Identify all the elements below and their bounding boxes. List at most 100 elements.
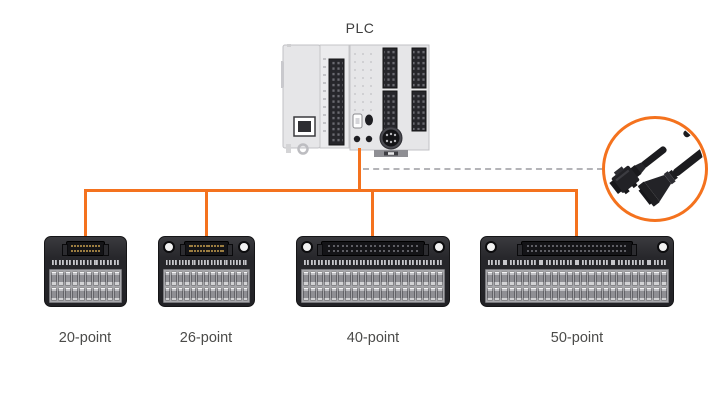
clamp bbox=[86, 286, 92, 301]
mark bbox=[537, 258, 545, 267]
pin bbox=[604, 244, 607, 247]
pin bbox=[612, 250, 615, 253]
clamp bbox=[566, 286, 573, 301]
mark bbox=[408, 258, 415, 267]
pin bbox=[592, 250, 595, 253]
mark bbox=[508, 258, 516, 267]
mini-din-port bbox=[379, 126, 403, 150]
clamp bbox=[429, 271, 436, 286]
clamp bbox=[487, 271, 494, 286]
mount-hole-icon bbox=[485, 241, 497, 253]
clamp bbox=[581, 271, 588, 286]
pin bbox=[543, 250, 546, 253]
clamp-row bbox=[303, 271, 443, 286]
clamp bbox=[595, 271, 602, 286]
pin bbox=[411, 250, 414, 253]
clamp bbox=[595, 286, 602, 301]
clamp bbox=[408, 271, 415, 286]
mount-hole-icon bbox=[433, 241, 445, 253]
pin bbox=[88, 244, 91, 247]
pin bbox=[388, 244, 391, 247]
pin bbox=[388, 250, 391, 253]
mark bbox=[623, 258, 632, 267]
clamp-row bbox=[165, 271, 249, 286]
clamp bbox=[566, 271, 573, 286]
clamp-row bbox=[303, 286, 443, 301]
pin bbox=[199, 250, 202, 253]
idc-connector bbox=[317, 241, 430, 256]
clamp-row bbox=[165, 286, 249, 301]
screw-terminal-area bbox=[49, 269, 122, 303]
mark bbox=[501, 258, 509, 267]
mark bbox=[228, 258, 236, 267]
clamp bbox=[107, 271, 113, 286]
mark bbox=[422, 258, 429, 267]
mark bbox=[51, 258, 58, 267]
pin bbox=[351, 244, 354, 247]
pin bbox=[397, 250, 400, 253]
clamp bbox=[408, 286, 415, 301]
clamp bbox=[660, 271, 667, 286]
mark bbox=[359, 258, 366, 267]
terminal-marks bbox=[51, 258, 121, 267]
pin bbox=[415, 250, 418, 253]
clamp bbox=[609, 271, 617, 286]
clamp bbox=[177, 286, 184, 301]
mark bbox=[616, 258, 624, 267]
pin bbox=[351, 250, 354, 253]
pin bbox=[71, 244, 74, 247]
pin bbox=[415, 244, 418, 247]
pin bbox=[531, 244, 534, 247]
pin bbox=[188, 250, 191, 253]
clamp bbox=[602, 286, 609, 301]
pin bbox=[608, 244, 611, 247]
din-rail-tab bbox=[345, 304, 401, 313]
pin-row bbox=[188, 249, 226, 255]
button-dot bbox=[365, 135, 373, 143]
mode-switch bbox=[365, 114, 373, 126]
clamp bbox=[324, 286, 331, 301]
pin bbox=[208, 244, 211, 247]
clamp-row bbox=[487, 271, 667, 286]
mount-hole-icon bbox=[657, 241, 669, 253]
pin bbox=[588, 244, 591, 247]
mark bbox=[530, 258, 538, 267]
clamp bbox=[387, 286, 394, 301]
pin bbox=[401, 250, 404, 253]
pin bbox=[535, 244, 538, 247]
pin bbox=[374, 250, 377, 253]
pin bbox=[369, 244, 372, 247]
pin bbox=[341, 250, 344, 253]
mark bbox=[57, 258, 65, 267]
pin bbox=[202, 244, 205, 247]
din-rail-tab bbox=[189, 304, 224, 313]
clamp bbox=[190, 286, 197, 301]
clamp bbox=[366, 271, 373, 286]
pin bbox=[559, 250, 562, 253]
pin bbox=[378, 244, 381, 247]
pin bbox=[600, 244, 603, 247]
clamp bbox=[58, 271, 64, 286]
clamp bbox=[114, 271, 120, 286]
pin bbox=[211, 244, 214, 247]
mark bbox=[659, 258, 668, 267]
plc-label: PLC bbox=[345, 20, 375, 36]
mark bbox=[196, 258, 204, 267]
clamp bbox=[100, 271, 106, 286]
pin bbox=[392, 244, 395, 247]
clamp bbox=[65, 271, 71, 286]
mark bbox=[92, 258, 100, 267]
clamp bbox=[93, 271, 99, 286]
clamp bbox=[617, 271, 624, 286]
pin bbox=[97, 250, 100, 253]
clamp bbox=[380, 271, 387, 286]
clamp bbox=[394, 271, 401, 286]
pin bbox=[197, 250, 200, 253]
pin bbox=[194, 244, 197, 247]
pin bbox=[596, 244, 599, 247]
terminal-block-20-point bbox=[44, 236, 127, 313]
pin bbox=[406, 250, 409, 253]
pin bbox=[551, 250, 554, 253]
pin bbox=[411, 244, 414, 247]
mark bbox=[523, 258, 531, 267]
